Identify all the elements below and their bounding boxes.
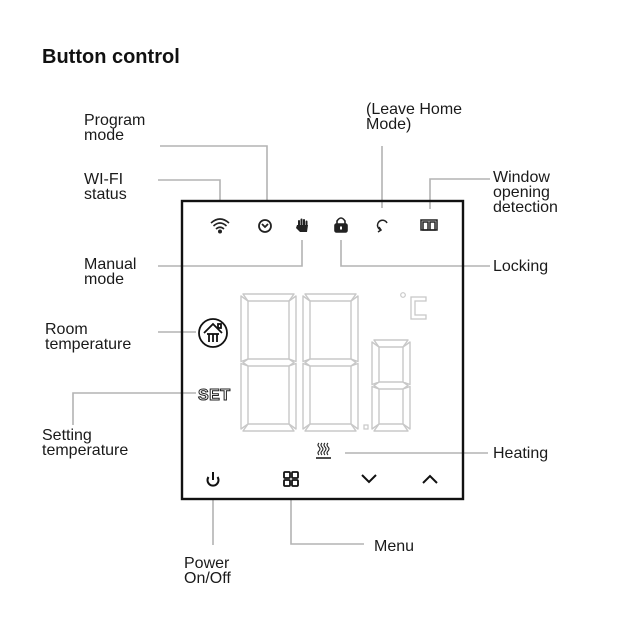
label-setting-temperature: Setting temperature: [42, 427, 129, 459]
segment: [240, 362, 249, 430]
digit-tens: [240, 293, 297, 432]
segment: [240, 295, 249, 363]
label-locking: Locking: [493, 258, 549, 275]
segment: [304, 423, 357, 432]
digit-tenths: [371, 339, 411, 432]
segment: [242, 423, 295, 432]
segment: [373, 423, 409, 432]
label-window-opening-detection: Window opening detection: [493, 169, 558, 216]
wifi-icon: [210, 218, 230, 234]
degree-symbol: [400, 292, 406, 298]
label-wifi-status: WI-FI status: [84, 171, 127, 203]
segment: [373, 339, 409, 348]
decimal-point: [363, 424, 369, 430]
label-power: Power On/Off: [184, 555, 231, 587]
room-temperature-icon: [198, 318, 228, 348]
heating-icon: [316, 442, 331, 459]
leader-program-mode: [160, 145, 268, 202]
leader-manual: [158, 240, 303, 267]
segment: [288, 295, 297, 363]
label-room-temperature: Room temperature: [45, 321, 132, 353]
segment: [350, 295, 359, 363]
leave-home-icon: [376, 219, 388, 233]
power-icon[interactable]: [206, 472, 220, 487]
segment: [402, 341, 411, 386]
digit-ones: [302, 293, 359, 432]
leader-menu: [290, 500, 364, 545]
diagram-title: Button control: [42, 46, 180, 68]
menu-grid-icon[interactable]: [283, 471, 299, 487]
lock-icon: [334, 217, 348, 233]
segment: [350, 362, 359, 430]
leader-set: [72, 392, 196, 425]
segment: [242, 358, 295, 367]
segment: [371, 341, 380, 386]
clock-icon: [258, 219, 272, 233]
set-indicator: SET: [198, 387, 231, 404]
segment: [302, 295, 311, 363]
segment: [304, 293, 357, 302]
segment: [402, 385, 411, 430]
leader-window: [429, 178, 490, 209]
chevron-down-icon[interactable]: [361, 474, 377, 484]
segment: [371, 385, 380, 430]
label-manual-mode: Manual mode: [84, 256, 137, 288]
label-heating: Heating: [493, 445, 549, 462]
segment: [304, 358, 357, 367]
segment: [288, 362, 297, 430]
segment: [242, 293, 295, 302]
seven-segment-display: [240, 293, 411, 432]
segment: [373, 381, 409, 390]
segment: [302, 362, 311, 430]
label-menu: Menu: [374, 538, 415, 555]
celsius-c-icon: [410, 296, 427, 320]
thermostat-frame: [180, 199, 465, 501]
label-program-mode: Program mode: [84, 112, 146, 144]
leader-wifi: [158, 179, 221, 202]
window-icon: [420, 219, 438, 231]
hand-icon: [296, 218, 308, 232]
leader-locking: [340, 240, 490, 267]
label-leave-home-mode: (Leave Home Mode): [366, 101, 463, 133]
chevron-up-icon[interactable]: [422, 474, 438, 484]
